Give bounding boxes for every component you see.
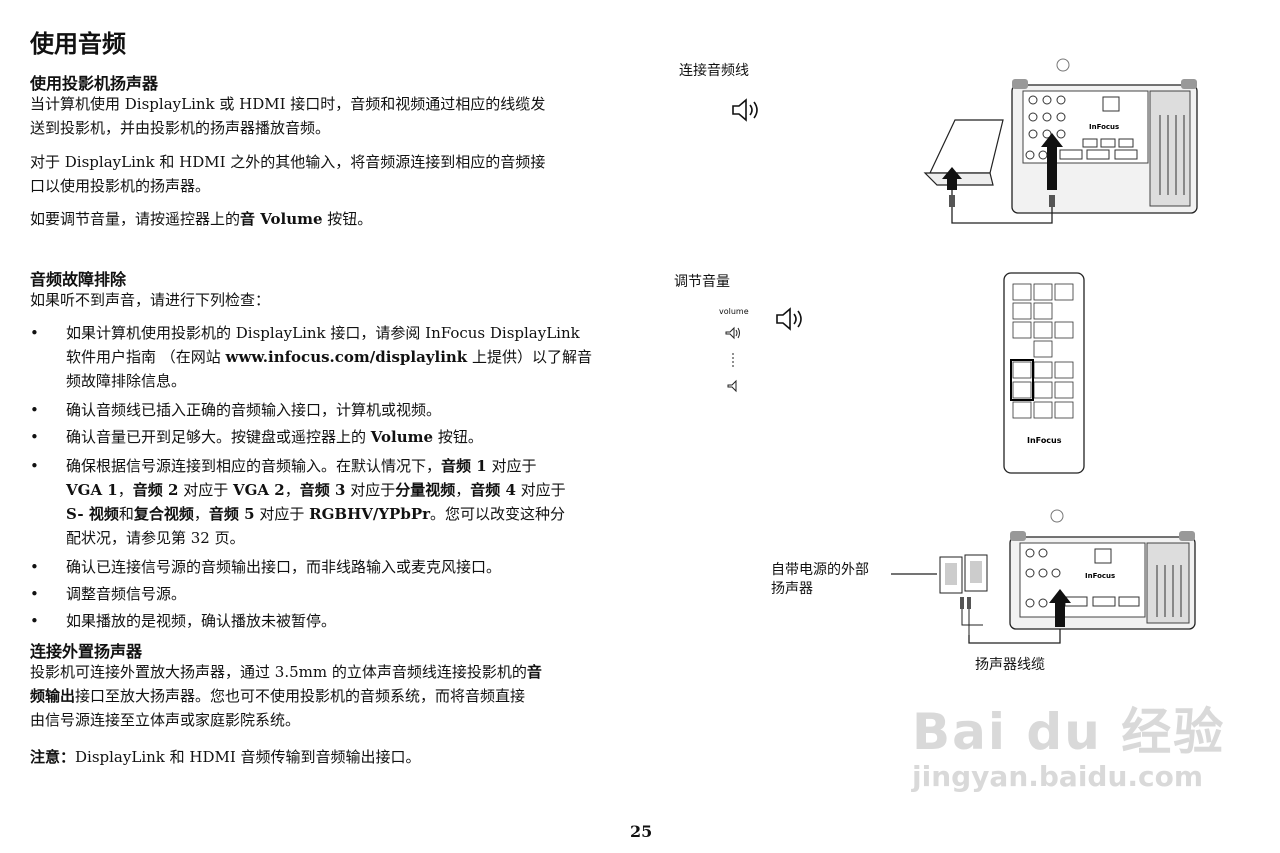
section-heading-projector-speaker: 使用投影机扬声器	[30, 74, 159, 93]
text-line: 软件用户指南 （在网站 www.infocus.com/displaylink …	[66, 348, 592, 366]
watermark-url: jingyan.baidu.com	[912, 760, 1204, 793]
text-line: 确认音频线已插入正确的音频输入接口，计算机或视频。	[66, 401, 442, 419]
arrow-up-icon	[942, 133, 1063, 190]
text-line: 对于 DisplayLink 和 HDMI 之外的其他输入，将音频源连接到相应的…	[30, 153, 546, 171]
text-line: 送到投影机，并由投影机的扬声器播放音频。	[30, 119, 331, 137]
bullet: •	[30, 428, 39, 446]
link-text: www.infocus.com/displaylink	[225, 348, 468, 366]
projector-connect-diagram: InFocus	[923, 58, 1198, 224]
text-line: 自带电源的外部	[771, 562, 869, 578]
text: 如要调节音量，请按遥控器上的	[30, 210, 241, 228]
watermark-logo: Bai du 经验	[912, 703, 1226, 761]
text-line: VGA 1，音频 2 对应于 VGA 2，音频 3 对应于分量视频，音频 4 对…	[66, 481, 566, 499]
page-title: 使用音频	[30, 30, 126, 58]
bold-text: 音 Volume	[240, 210, 323, 228]
text-line: 如果计算机使用投影机的 DisplayLink 接口，请参阅 InFocus D…	[66, 324, 580, 342]
bullet: •	[30, 457, 39, 475]
volume-scale	[725, 326, 740, 393]
text-line: 口以使用投影机的扬声器。	[30, 177, 211, 195]
text: 按钮。	[322, 210, 373, 228]
bullet: •	[30, 401, 39, 419]
arrow-up-icon	[1049, 589, 1071, 627]
text-line: 频故障排除信息。	[66, 372, 187, 390]
text-line: 投影机可连接外置放大扬声器，通过 3.5mm 的立体声音频线连接投影机的音	[30, 663, 542, 681]
section-heading-troubleshooting: 音频故障排除	[30, 270, 127, 289]
page-number: 25	[630, 822, 653, 841]
troubleshooting-intro: 如果听不到声音，请进行下列检查：	[30, 291, 271, 309]
text-line: 配状况，请参见第 32 页。	[66, 529, 245, 547]
brand-label: InFocus	[1027, 436, 1062, 445]
bullet: •	[30, 558, 39, 576]
projector-icon: InFocus	[1011, 58, 1198, 214]
figure-caption-connect-audio: 连接音频线	[679, 63, 749, 79]
brand-label: InFocus	[1089, 123, 1119, 131]
external-speaker-diagram: InFocus	[891, 509, 1196, 644]
projector-icon: InFocus	[1009, 509, 1196, 630]
bullet: •	[30, 585, 39, 603]
brand-label: InFocus	[1085, 572, 1115, 580]
note-label: 注意：	[30, 748, 76, 766]
text-line: 确保根据信号源连接到相应的音频输入。在默认情况下，音频 1 对应于	[66, 457, 537, 475]
text-line: 当计算机使用 DisplayLink 或 HDMI 接口时，音频和视频通过相应的…	[30, 95, 546, 113]
paragraph-external-speakers: 投影机可连接外置放大扬声器，通过 3.5mm 的立体声音频线连接投影机的音 频输…	[30, 660, 630, 732]
note: 注意：DisplayLink 和 HDMI 音频传输到音频输出接口。	[30, 745, 421, 769]
text-line: 确认已连接信号源的音频输出接口，而非线路输入或麦克风接口。	[66, 558, 502, 576]
paragraph-2: 对于 DisplayLink 和 HDMI 之外的其他输入，将音频源连接到相应的…	[30, 150, 630, 198]
section-heading-external-speakers: 连接外置扬声器	[30, 642, 143, 661]
bullet: •	[30, 324, 39, 342]
bullet: •	[30, 612, 39, 630]
laptop-icon	[923, 119, 1004, 186]
speaker-box-icon	[939, 554, 988, 594]
text-line: S- 视频和复合视频，音频 5 对应于 RGBHV/YPbPr。您可以改变这种分	[66, 505, 566, 523]
text-line: 调整音频信号源。	[66, 585, 187, 603]
speaker-cable-label: 扬声器线缆	[975, 657, 1045, 673]
text-line: 扬声器	[771, 581, 813, 597]
speaker-icon	[732, 98, 758, 122]
external-speaker-label: 自带电源的外部 扬声器	[771, 561, 869, 599]
text-line: 频输出接口至放大扬声器。您也可不使用投影机的音频系统，而将音频直接	[30, 687, 526, 705]
volume-label: volume	[719, 307, 749, 316]
paragraph-3: 如要调节音量，请按遥控器上的音 Volume 按钮。	[30, 207, 372, 231]
text-line: 如果播放的是视频，确认播放未被暂停。	[66, 612, 337, 630]
remote-icon: InFocus	[1003, 272, 1085, 474]
paragraph-1: 当计算机使用 DisplayLink 或 HDMI 接口时，音频和视频通过相应的…	[30, 92, 630, 140]
text-line: 由信号源连接至立体声或家庭影院系统。	[30, 711, 301, 729]
speaker-icon	[776, 307, 802, 331]
note-text: DisplayLink 和 HDMI 音频传输到音频输出接口。	[75, 748, 421, 766]
text-line: 确认音量已开到足够大。按键盘或遥控器上的 Volume 按钮。	[66, 428, 483, 446]
figure-caption-volume: 调节音量	[674, 274, 730, 290]
